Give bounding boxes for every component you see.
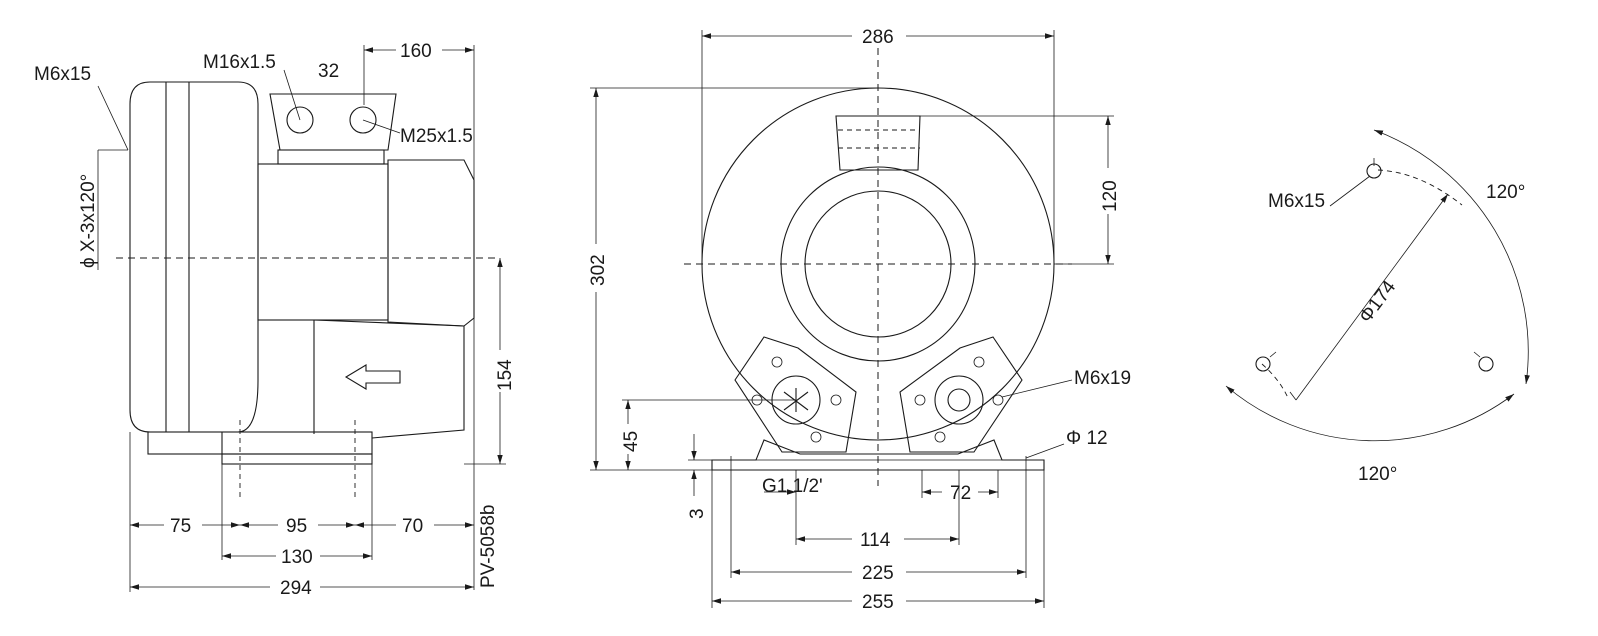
angle-arc-top xyxy=(1373,129,1530,385)
label-m6x15: M6x15 xyxy=(34,64,91,85)
label-g1: G1 1/2' xyxy=(762,476,823,497)
label-m16: M16x1.5 xyxy=(203,52,276,73)
model-label: PV-5058b xyxy=(478,505,499,588)
dim-286: 286 xyxy=(862,27,894,48)
dim-255: 255 xyxy=(862,592,894,613)
dim-75: 75 xyxy=(170,516,191,537)
port-block xyxy=(269,93,397,151)
side-view: M6x15 M16x1.5 32 160 M25x1.5 ϕ X-3x120° … xyxy=(34,41,516,599)
dim-114: 114 xyxy=(860,530,891,551)
motor-end xyxy=(387,159,475,327)
label-m6x15-flange: M6x15 xyxy=(1268,191,1325,212)
diameter-line xyxy=(1295,193,1449,401)
dim-225: 225 xyxy=(862,563,894,584)
flange-view: M6x15 120° Φ174 120° xyxy=(1225,129,1530,485)
bolt-hole-right xyxy=(1473,351,1494,372)
angle-120-bottom: 120° xyxy=(1358,464,1397,485)
dim-302: 302 xyxy=(588,254,609,286)
dim-3: 3 xyxy=(687,508,708,519)
left-foot xyxy=(734,336,857,453)
flow-arrow-icon xyxy=(344,364,401,390)
front-view: 286 302 120 M6x19 45 3 Φ 12 G1 1/2' xyxy=(588,27,1131,613)
port-m16 xyxy=(286,106,314,134)
right-foot xyxy=(899,336,1023,453)
dim-32: 32 xyxy=(318,61,339,82)
dim-294: 294 xyxy=(280,578,312,599)
dim-130: 130 xyxy=(281,547,313,568)
side-base xyxy=(147,431,373,455)
dim-160: 160 xyxy=(400,41,432,62)
dim-45: 45 xyxy=(621,431,642,452)
label-phi-x: ϕ X-3x120° xyxy=(78,174,99,268)
label-phi174: Φ174 xyxy=(1355,277,1400,327)
dim-95: 95 xyxy=(286,516,307,537)
label-m25: M25x1.5 xyxy=(400,126,473,147)
motor-body xyxy=(257,163,389,321)
angle-120-top: 120° xyxy=(1486,182,1525,203)
dim-120: 120 xyxy=(1100,180,1121,212)
label-phi12: Φ 12 xyxy=(1066,428,1108,449)
label-m6x19: M6x19 xyxy=(1074,368,1131,389)
bolt-hole-top xyxy=(1366,158,1382,179)
dim-72: 72 xyxy=(950,483,971,504)
front-base xyxy=(711,439,1045,471)
side-housing xyxy=(129,81,259,433)
top-nozzle xyxy=(835,115,921,171)
dim-154: 154 xyxy=(495,359,516,391)
dim-70: 70 xyxy=(402,516,423,537)
bolt-hole-left xyxy=(1255,351,1277,372)
angle-arc-bottom xyxy=(1225,385,1515,442)
port-m25 xyxy=(349,106,377,134)
